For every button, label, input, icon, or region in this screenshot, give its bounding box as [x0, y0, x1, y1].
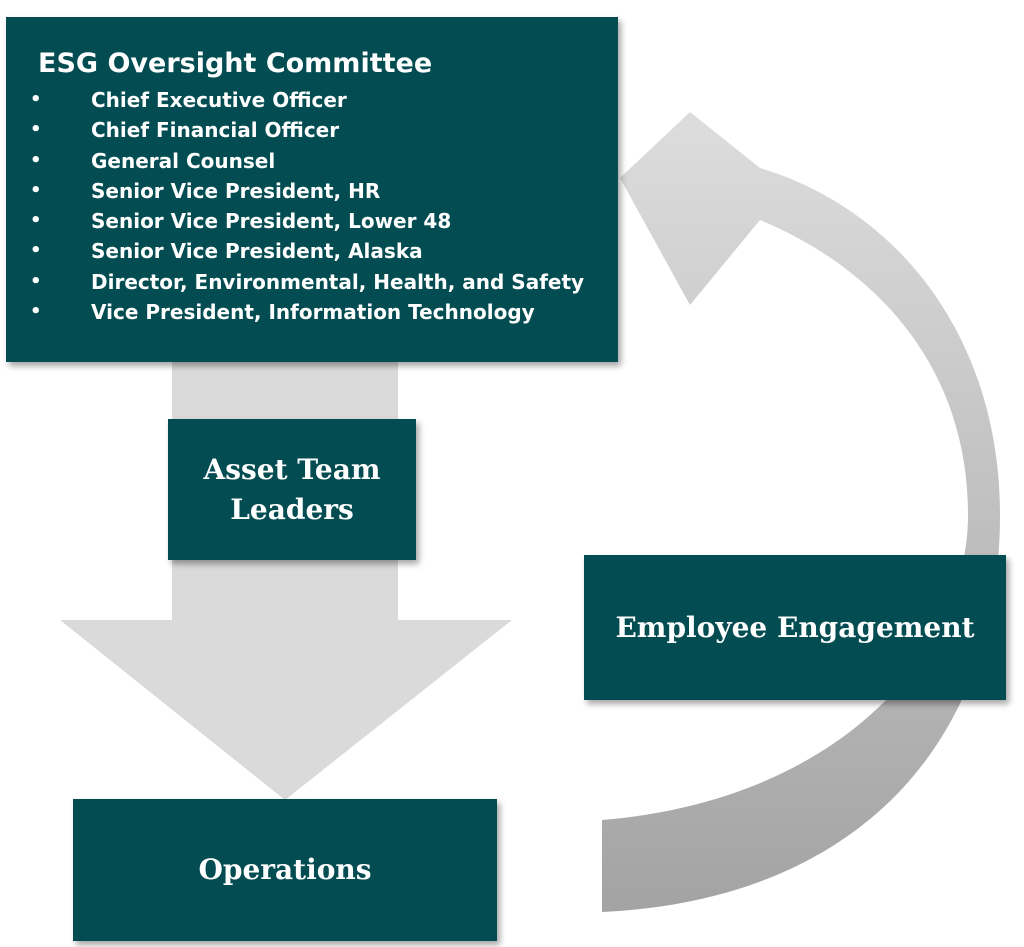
employee-engagement-label: Employee Engagement: [615, 610, 975, 644]
member-label: Vice President, Information Technology: [91, 300, 535, 325]
bullet-icon: •: [30, 240, 42, 262]
employee-engagement-box: Employee Engagement: [584, 555, 1006, 700]
committee-title: ESG Oversight Committee: [38, 48, 433, 79]
asset-team-line: Asset Team: [203, 452, 381, 486]
leaders-line: Leaders: [230, 492, 354, 526]
member-label: Senior Vice President, Lower 48: [91, 209, 452, 234]
bullet-icon: •: [30, 210, 42, 232]
bullet-icon: •: [30, 119, 42, 141]
member-label: Chief Financial Officer: [91, 118, 340, 143]
bullet-icon: •: [30, 89, 42, 110]
operations-label: Operations: [198, 853, 372, 886]
asset-team-leaders-box: Asset Team Leaders: [168, 419, 416, 560]
member-label: General Counsel: [91, 148, 276, 173]
member-label: Chief Executive Officer: [91, 88, 347, 112]
bullet-icon: •: [30, 149, 42, 171]
member-label: Senior Vice President, HR: [91, 178, 381, 203]
asset-team-leaders-label: Asset Team Leaders: [204, 450, 381, 530]
member-label: Senior Vice President, Alaska: [91, 239, 423, 264]
bullet-icon: •: [30, 270, 42, 292]
member-label: Director, Environmental, Health, and Saf…: [91, 269, 585, 294]
bullet-icon: •: [30, 179, 42, 201]
operations-box: Operations: [73, 799, 497, 941]
curved-return-arrow-icon: [602, 112, 1000, 912]
bullet-icon: •: [30, 301, 42, 323]
esg-oversight-committee-box: ESG Oversight Committee • Chief Executiv…: [6, 17, 618, 362]
